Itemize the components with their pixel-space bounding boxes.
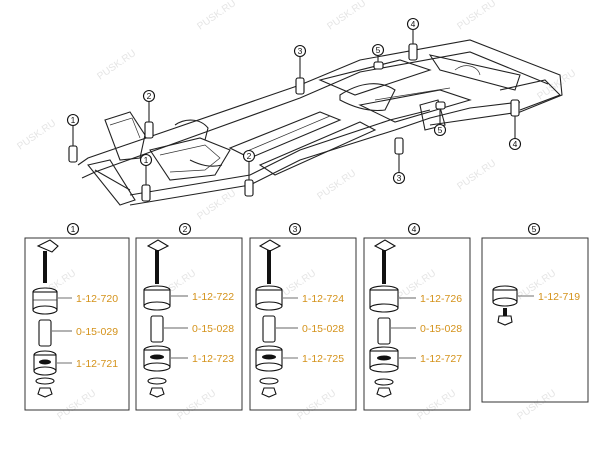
callout-3: 3 <box>397 173 402 183</box>
panel-3: 3 1-12-724 0-15-028 1-12-725 <box>249 222 357 411</box>
panel-4-part-sleeve: 0-15-028 <box>420 323 462 335</box>
mount-4-right <box>510 99 520 117</box>
callout-2: 2 <box>247 151 252 161</box>
panel-1-sleeve <box>38 319 52 347</box>
watermark: PUSK.RU <box>325 0 368 32</box>
callout-5: 5 <box>438 125 443 135</box>
panel-2-part-upper-bushing: 1-12-722 <box>192 291 234 303</box>
watermark: PUSK.RU <box>175 388 218 423</box>
callout-3: 3 <box>298 46 303 56</box>
mount-1-lower <box>141 184 151 202</box>
callout-1: 1 <box>71 115 76 125</box>
frame-mounts <box>68 30 520 202</box>
frame-callouts: 1 1 2 2 3 3 4 4 5 5 <box>66 17 522 185</box>
mount-2-upper <box>144 121 154 139</box>
panel-2-number: 2 <box>183 224 188 234</box>
panel-4-number: 4 <box>412 224 417 234</box>
panel-3-part-upper-bushing: 1-12-724 <box>302 293 344 305</box>
mount-4-upper <box>408 43 418 61</box>
panel-1-bolt <box>43 251 47 283</box>
mount-3-upper <box>295 77 305 95</box>
panel-5-number: 5 <box>532 224 537 234</box>
panel-4-part-lower-bushing: 1-12-727 <box>420 353 462 365</box>
mount-3-lower <box>394 137 404 155</box>
panel-5-part-bushing: 1-12-719 <box>538 291 580 303</box>
panel-4: 4 1-12-726 0-15-028 1-12-727 <box>363 222 471 411</box>
watermark: PUSK.RU <box>195 0 238 32</box>
panel-2-part-lower-bushing: 1-12-723 <box>192 353 234 365</box>
panel-5: 5 1-12-719 <box>481 222 589 403</box>
mount-2-lower <box>244 179 254 197</box>
watermark: PUSK.RU <box>455 0 498 32</box>
watermark: PUSK.RU <box>15 118 58 153</box>
callout-4: 4 <box>411 19 416 29</box>
chassis-frame <box>77 39 563 206</box>
panel-3-part-sleeve: 0-15-028 <box>302 323 344 335</box>
watermark: PUSK.RU <box>315 168 358 203</box>
panel-3-part-lower-bushing: 1-12-725 <box>302 353 344 365</box>
mount-5-lower <box>435 101 446 110</box>
panel-2: 2 1-12-722 0-15-028 1-12-723 <box>135 222 243 411</box>
watermark: PUSK.RU <box>415 388 458 423</box>
panel-1-washer-top <box>36 239 59 253</box>
panel-1-part-lower-bushing: 1-12-721 <box>76 358 118 370</box>
callout-1: 1 <box>144 155 149 165</box>
panel-1-number: 1 <box>71 224 76 234</box>
watermark: PUSK.RU <box>295 388 338 423</box>
panel-2-part-sleeve: 0-15-028 <box>192 323 234 335</box>
panel-1: 1 1-12-720 0-15-029 1-12-721 <box>24 222 130 411</box>
panel-1-part-upper-bushing: 1-12-720 <box>76 293 118 305</box>
callout-2: 2 <box>147 91 152 101</box>
callout-5: 5 <box>376 45 381 55</box>
callout-4: 4 <box>513 139 518 149</box>
watermark: PUSK.RU <box>515 388 558 423</box>
panel-3-number: 3 <box>293 224 298 234</box>
mount-5-upper <box>373 61 384 70</box>
panel-1-part-sleeve: 0-15-029 <box>76 326 118 338</box>
watermark: PUSK.RU <box>95 48 138 83</box>
mount-1-upper <box>68 145 78 163</box>
panel-4-part-upper-bushing: 1-12-726 <box>420 293 462 305</box>
watermark: PUSK.RU <box>55 388 98 423</box>
watermark: PUSK.RU <box>455 158 498 193</box>
